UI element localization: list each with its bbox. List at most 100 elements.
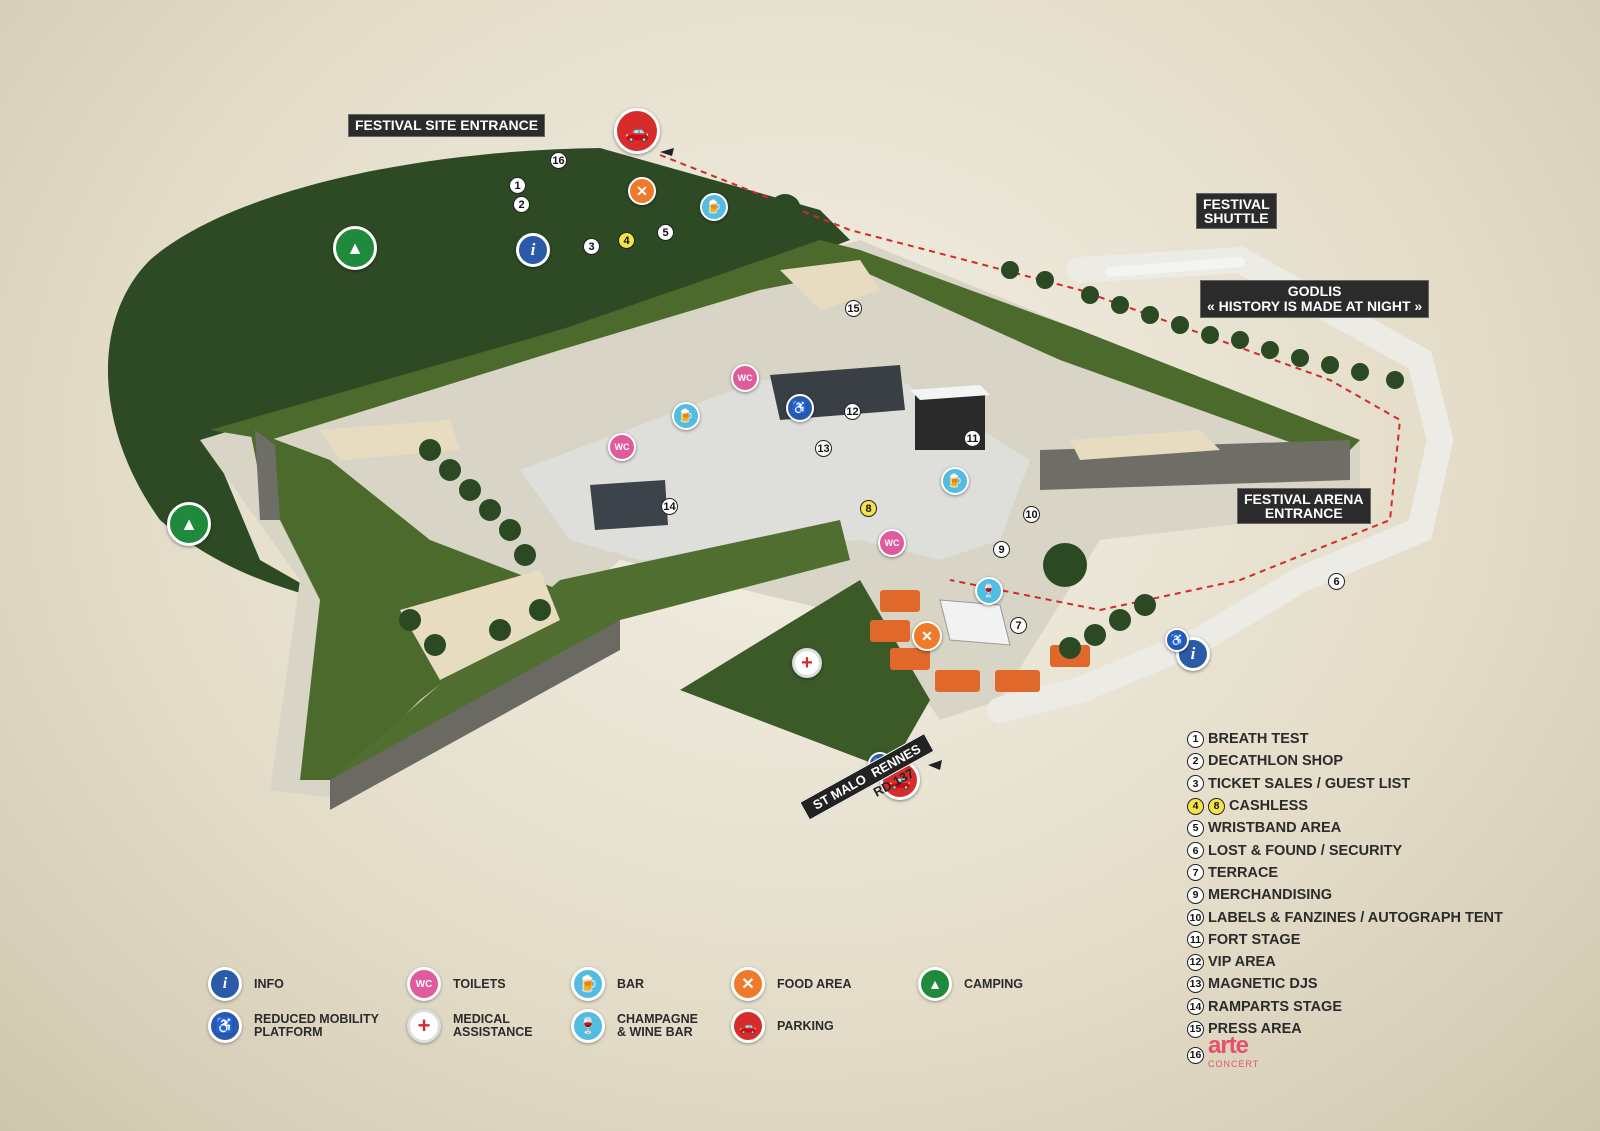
- godlis-title: GODLIS: [1287, 283, 1342, 299]
- bastion-sand-north: [780, 260, 880, 310]
- key-label: TICKET SALES / GUEST LIST: [1208, 775, 1411, 792]
- legend-champagne: 🍷CHAMPAGNE & WINE BAR: [571, 1009, 698, 1043]
- legend-bar: 🍺BAR: [571, 967, 644, 1001]
- rampart-west: [250, 430, 560, 780]
- key-label: CASHLESS: [1229, 798, 1308, 815]
- rampart-north: [210, 240, 1360, 460]
- map-number-3[interactable]: 3: [583, 238, 600, 255]
- site-entrance-label: FESTIVAL SITE ENTRANCE: [348, 114, 546, 137]
- key-number: 10: [1187, 909, 1204, 927]
- map-number-11[interactable]: 11: [964, 430, 981, 447]
- map-number-14[interactable]: 14: [661, 498, 678, 515]
- legend-reduced-mobility-label: REDUCED MOBILITY PLATFORM: [254, 1012, 379, 1039]
- bar-pin-east[interactable]: 🍺: [941, 467, 969, 495]
- legend-food: ✕ FOOD AREA: [731, 967, 852, 1001]
- food-pin-north[interactable]: ✕: [628, 177, 656, 205]
- tree-rows: [199, 194, 1404, 659]
- legend-parking: 🚗 PARKING: [731, 1009, 834, 1043]
- wall-west: [255, 430, 280, 520]
- key-label: MAGNETIC DJS: [1208, 976, 1318, 993]
- car-icon: 🚗: [731, 1009, 765, 1043]
- key-number: 15: [1187, 1020, 1204, 1038]
- food-pin-south[interactable]: ✕: [912, 621, 942, 651]
- key-label: RAMPARTS STAGE: [1208, 998, 1342, 1015]
- key-number: 5: [1187, 819, 1204, 837]
- food-icon: ✕: [731, 967, 765, 1001]
- parking-pin-north[interactable]: 🚗: [614, 108, 660, 154]
- map-number-2[interactable]: 2: [513, 196, 530, 213]
- map-number-5[interactable]: 5: [657, 224, 674, 241]
- bastion-sand-east: [1070, 430, 1220, 460]
- key-number: 6: [1187, 842, 1204, 860]
- map-number-9[interactable]: 9: [993, 541, 1010, 558]
- legend-food-label: FOOD AREA: [777, 976, 852, 991]
- camping-pin-west[interactable]: ▲: [167, 502, 211, 546]
- reduced-mobility-pin-center[interactable]: ♿: [786, 394, 814, 422]
- toilets-pin-north[interactable]: WC: [731, 364, 759, 392]
- map-number-15[interactable]: 15: [845, 300, 862, 317]
- key-number: 13: [1187, 975, 1204, 993]
- shuttle-stop: [1105, 257, 1245, 277]
- building-ramparts: [590, 480, 668, 530]
- arte-logo-sub: CONCERT: [1208, 1059, 1260, 1070]
- legend-info-label: INFO: [254, 976, 284, 991]
- key-label: BREATH TEST: [1208, 731, 1309, 748]
- godlis-label: GODLIS « HISTORY IS MADE AT NIGHT »: [1200, 280, 1430, 318]
- toilets-pin-south[interactable]: WC: [878, 529, 906, 557]
- tent-icon: ▲: [918, 967, 952, 1001]
- bar-pin-center[interactable]: 🍺: [672, 402, 700, 430]
- map-number-8[interactable]: 8: [860, 500, 877, 517]
- map-number-13[interactable]: 13: [815, 440, 832, 457]
- key-label: VIP AREA: [1208, 954, 1276, 971]
- info-pin-north[interactable]: i: [516, 233, 550, 267]
- map-number-16[interactable]: 16: [550, 152, 567, 169]
- reduced-mobility-pin-east[interactable]: ♿: [1165, 628, 1189, 652]
- map-number-12[interactable]: 12: [844, 403, 861, 420]
- toilets-icon: WC: [407, 967, 441, 1001]
- legend-bar-label: BAR: [617, 976, 645, 991]
- key-number: 8: [1208, 797, 1225, 815]
- legend-toilets-label: TOILETS: [453, 976, 506, 991]
- legend-camping-label: CAMPING: [964, 976, 1024, 991]
- medical-pin[interactable]: +: [792, 648, 822, 678]
- key-label: WRISTBAND AREA: [1208, 820, 1342, 837]
- key-number: 16: [1187, 1046, 1204, 1064]
- key-number: 12: [1187, 953, 1204, 971]
- key-label: PRESS AREA: [1208, 1021, 1302, 1037]
- map-number-7[interactable]: 7: [1010, 617, 1027, 634]
- key-label: LOST & FOUND / SECURITY: [1208, 842, 1403, 859]
- key-label: MERCHANDISING: [1208, 887, 1333, 904]
- wine-glass-icon: 🍷: [571, 1009, 605, 1043]
- key-label: FORT STAGE: [1208, 931, 1301, 948]
- map-number-1[interactable]: 1: [509, 177, 526, 194]
- medical-cross-icon: +: [407, 1009, 441, 1043]
- legend-parking-label: PARKING: [777, 1018, 834, 1033]
- map-number-6[interactable]: 6: [1328, 573, 1345, 590]
- bar-pin-north[interactable]: 🍺: [700, 193, 728, 221]
- key-number: 1: [1187, 730, 1204, 748]
- toilets-pin-west[interactable]: WC: [608, 433, 636, 461]
- wheelchair-icon: ♿: [208, 1009, 242, 1043]
- wine-bar-pin[interactable]: 🍷: [975, 577, 1003, 605]
- camping-pin-north[interactable]: ▲: [333, 226, 377, 270]
- map-number-10[interactable]: 10: [1023, 506, 1040, 523]
- legend-medical: +MEDICAL ASSISTANCE: [407, 1009, 533, 1043]
- legend-reduced-mobility: ♿ REDUCED MOBILITY PLATFORM: [208, 1009, 379, 1043]
- key-number: 7: [1187, 864, 1204, 882]
- map-number-4[interactable]: 4: [618, 232, 635, 249]
- key-label: TERRACE: [1208, 864, 1279, 881]
- key-number: 3: [1187, 775, 1204, 793]
- key-number: 4: [1187, 797, 1204, 815]
- arena-entrance-label: FESTIVAL ARENA ENTRANCE: [1237, 488, 1371, 524]
